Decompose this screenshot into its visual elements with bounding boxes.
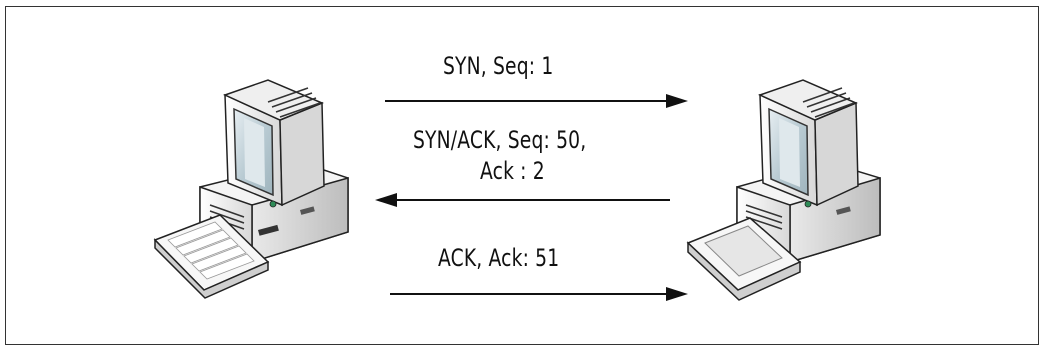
arrow-syn xyxy=(385,94,688,108)
arrow-syn-ack xyxy=(375,193,670,207)
syn-ack-label-line2: Ack : 2 xyxy=(480,157,545,185)
server-computer-icon xyxy=(686,79,881,301)
ack-label: ACK, Ack: 51 xyxy=(438,244,560,272)
arrow-ack xyxy=(390,287,688,301)
syn-label: SYN, Seq: 1 xyxy=(443,52,554,80)
client-computer-icon xyxy=(153,79,349,299)
syn-ack-label-line1: SYN/ACK, Seq: 50, xyxy=(413,126,587,154)
